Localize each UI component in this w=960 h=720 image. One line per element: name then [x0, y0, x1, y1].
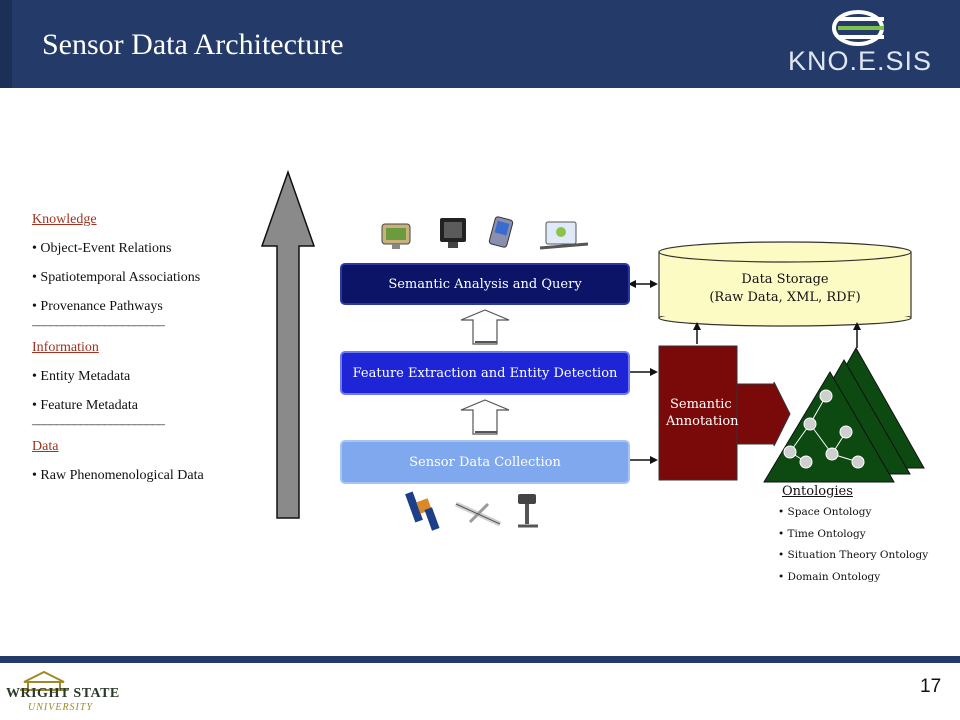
annotation-label-line1: Semantic: [670, 397, 732, 412]
hierarchy-up-arrow: [260, 169, 316, 519]
semantic-analysis-box: Semantic Analysis and Query: [340, 263, 630, 305]
computer-icon: [381, 223, 411, 249]
camera-sensor-icon: [518, 494, 538, 528]
storage-subtitle: (Raw Data, XML, RDF): [709, 290, 861, 305]
data-heading: Data: [32, 439, 59, 454]
ontology-node: [803, 417, 817, 431]
annotation-to-storage-arrow: [693, 322, 701, 344]
wright-state-sub: UNIVERSITY: [28, 702, 93, 713]
collection-to-annotation-arrow: [628, 456, 658, 464]
wright-state-logo-mark: [20, 670, 68, 691]
storage-title: Data Storage: [741, 272, 829, 287]
ontology-to-storage-arrow: [853, 322, 861, 348]
monitor-icon: [440, 218, 466, 248]
list-item: • Spatiotemporal Associations: [32, 270, 201, 285]
extraction-to-annotation-arrow: [628, 368, 658, 376]
footer-bar: [0, 656, 960, 663]
wright-state-name: WRIGHT STATE: [6, 686, 120, 701]
information-heading: Information: [32, 340, 99, 355]
ontology-item: • Time Ontology: [778, 528, 866, 540]
satellite-icon: [405, 491, 440, 531]
separator: ––––––––––––––––––––––: [32, 318, 165, 333]
ontology-item: • Space Ontology: [778, 506, 872, 518]
knoesis-logo-mark: [832, 10, 884, 46]
ontology-node: [825, 447, 839, 461]
ontology-item: • Situation Theory Ontology: [778, 549, 929, 561]
list-item: • Feature Metadata: [32, 398, 138, 413]
knoesis-logo-text: KNO.E.SIS: [788, 46, 933, 76]
list-item: • Object-Event Relations: [32, 241, 172, 256]
header-bar: Sensor Data Architecture KNO.E.SIS: [0, 0, 960, 88]
collection-to-extraction-arrow: [460, 399, 510, 435]
ontology-item: • Domain Ontology: [778, 571, 881, 583]
knowledge-heading: Knowledge: [32, 212, 97, 227]
separator: ––––––––––––––––––––––: [32, 417, 165, 432]
ontology-node: [799, 455, 813, 469]
page-number: 17: [920, 676, 942, 697]
ontology-stack: [763, 346, 925, 483]
header-edge: [0, 0, 12, 88]
feature-extraction-box: Feature Extraction and Entity Detection: [340, 351, 630, 395]
extraction-to-analysis-arrow: [460, 309, 510, 345]
aircraft-icon: [454, 501, 502, 527]
list-item: • Provenance Pathways: [32, 299, 163, 314]
data-storage-cylinder: [658, 241, 912, 327]
knoesis-logo: KNO.E.SIS: [788, 8, 948, 78]
list-item: • Entity Metadata: [32, 369, 131, 384]
ontology-graph: [783, 389, 865, 469]
pda-icon: [488, 216, 514, 248]
ontology-node: [851, 455, 865, 469]
semantic-annotation-block: [658, 345, 791, 481]
laptop-icon: [539, 221, 589, 250]
slide-title: Sensor Data Architecture: [42, 28, 344, 61]
query-storage-arrow: [628, 280, 658, 288]
ontologies-title: Ontologies: [782, 484, 853, 499]
ontology-node: [839, 425, 853, 439]
list-item: • Raw Phenomenological Data: [32, 468, 204, 483]
ontology-node: [783, 445, 797, 459]
annotation-label-line2: Annotation: [666, 414, 739, 429]
ontology-node: [819, 389, 833, 403]
sensor-collection-box: Sensor Data Collection: [340, 440, 630, 484]
